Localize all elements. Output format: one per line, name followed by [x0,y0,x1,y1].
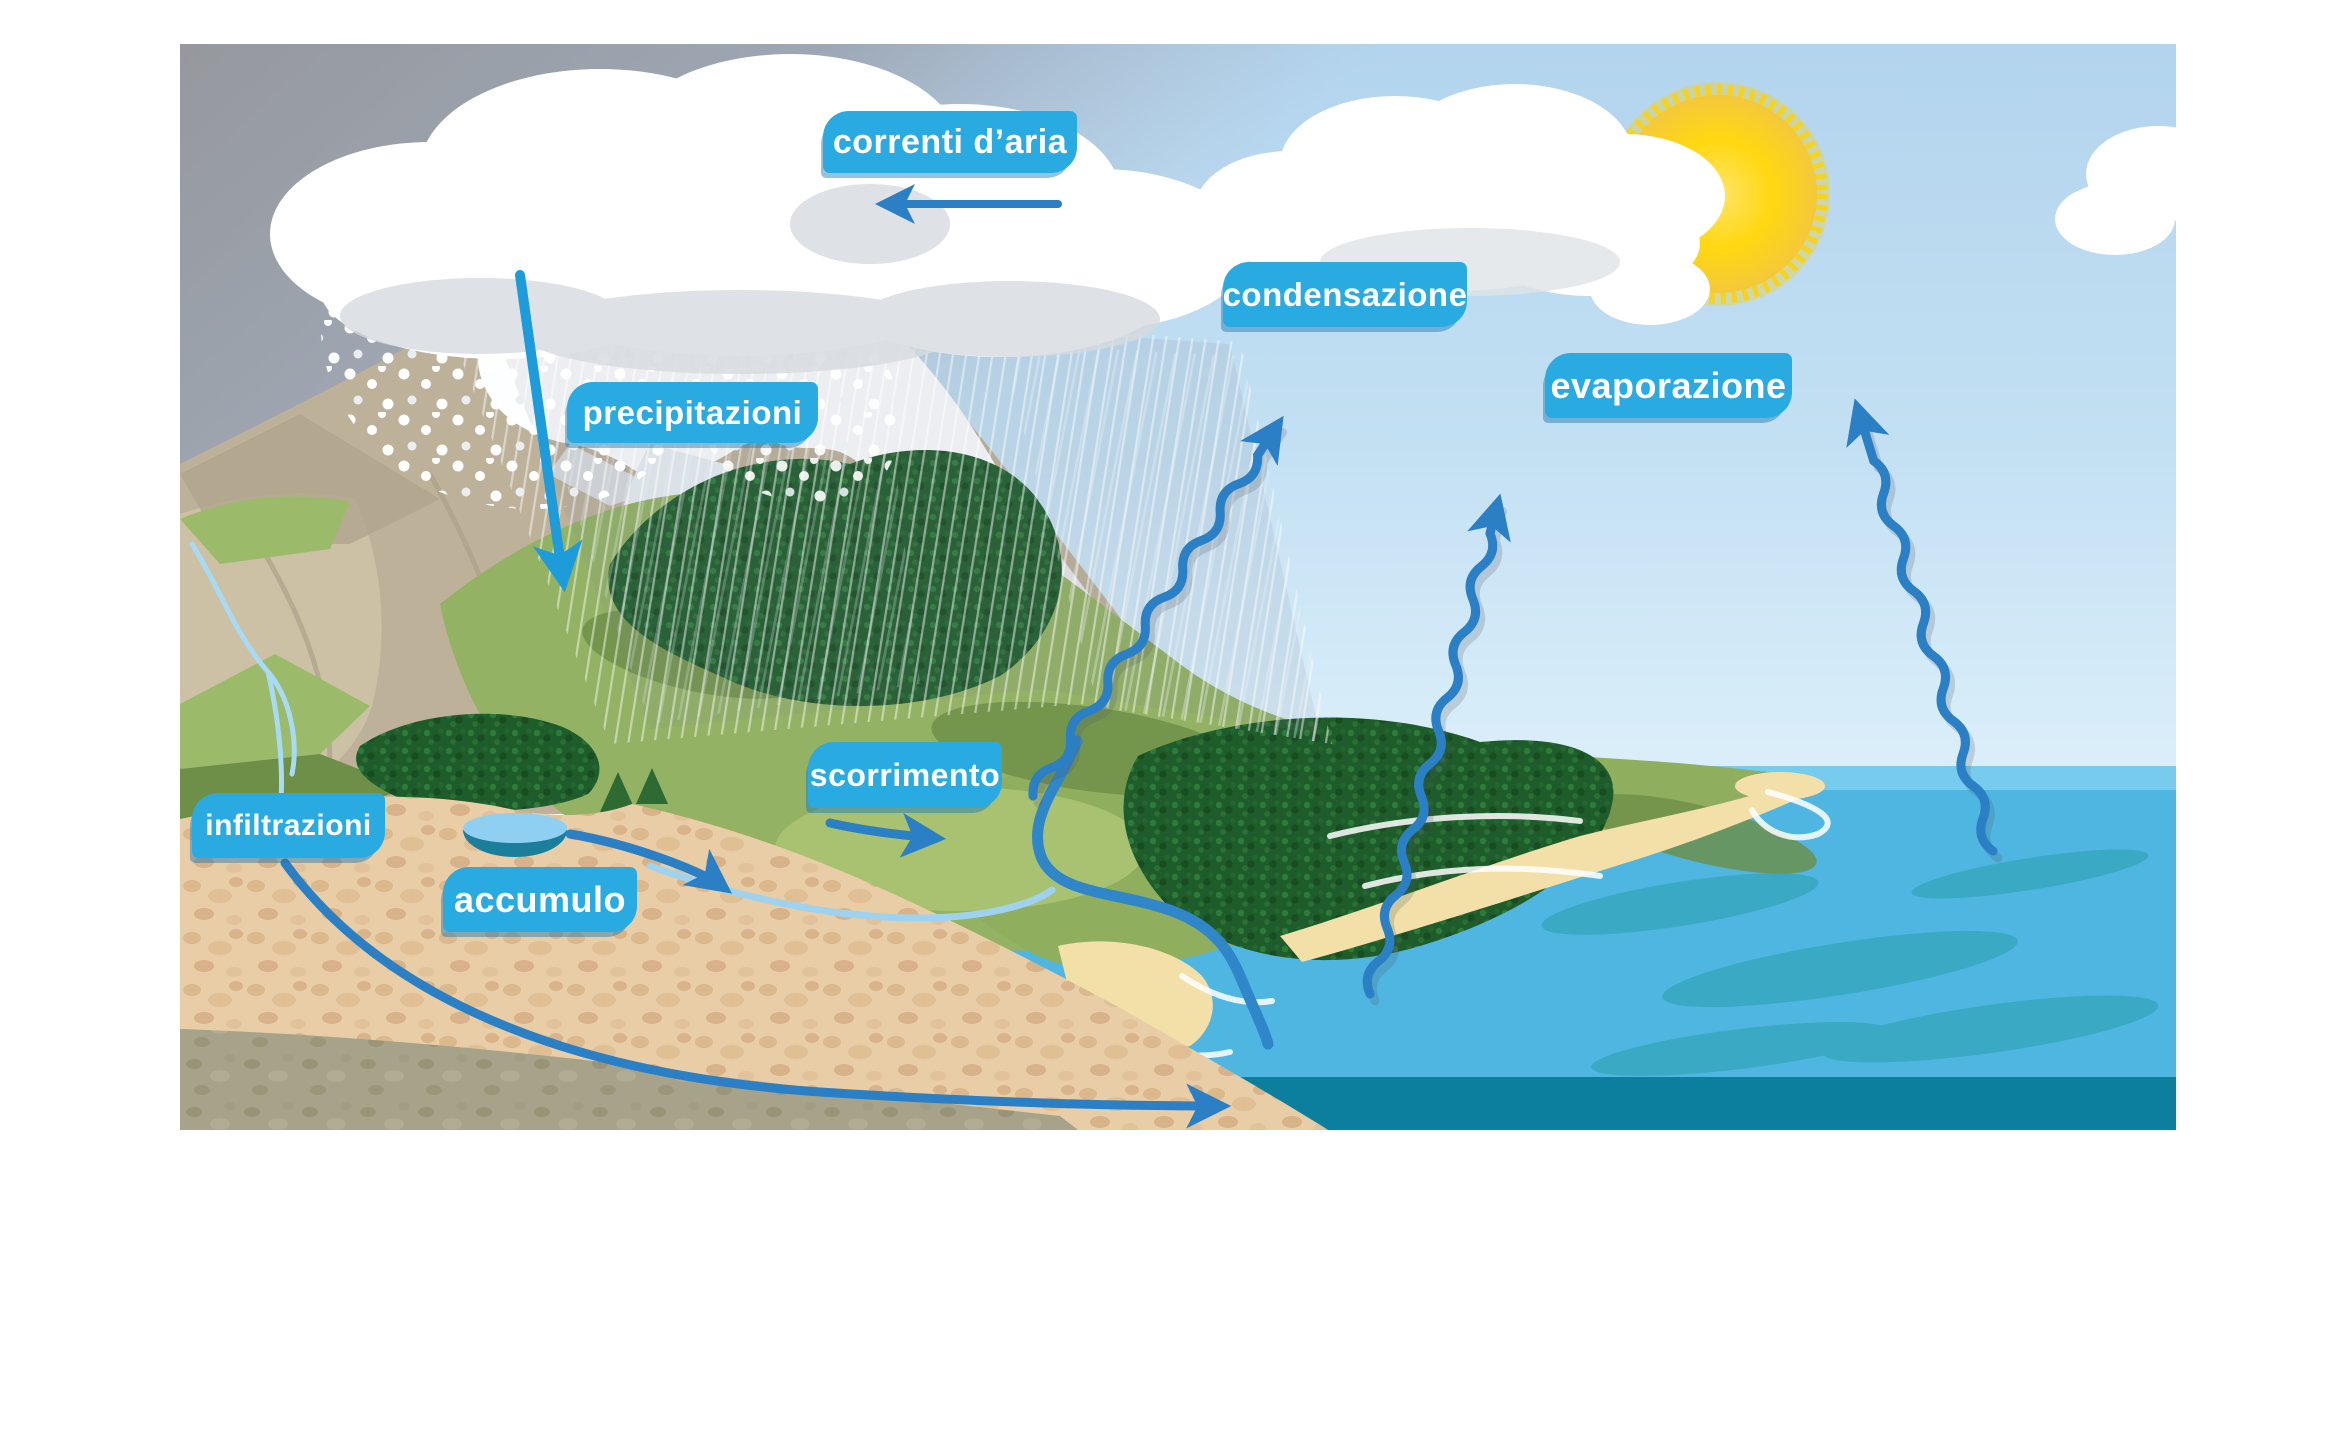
label-infiltration: infiltrazioni [192,793,385,858]
precipitation-arrow [515,270,583,593]
edge-cloud [2055,126,2176,255]
evaporation-arrow-middle [1362,493,1511,999]
lake [463,813,567,857]
evaporation-arrow-left [1028,415,1284,801]
label-runoff: scorrimento [808,742,1002,808]
evaporation-arrow-right [1846,398,1998,856]
label-air-currents: correnti d’aria [823,111,1077,173]
label-accumulation: accumulo [443,867,637,932]
accumulation-arrow [565,829,733,894]
water-cycle-scene [180,44,2176,1130]
label-precipitation: precipitazioni [567,382,818,443]
label-evaporation: evaporazione [1545,353,1792,418]
condensation-cloud [1195,84,1725,325]
underground-deep-layer [180,1029,1078,1130]
river [1032,735,1274,1050]
arrows [280,184,1998,1129]
runoff-arrow [825,812,947,858]
sea-teal-streaks [1541,849,2159,1076]
label-condensation: condensazione [1223,262,1467,327]
infiltration-arrow [280,858,1232,1129]
